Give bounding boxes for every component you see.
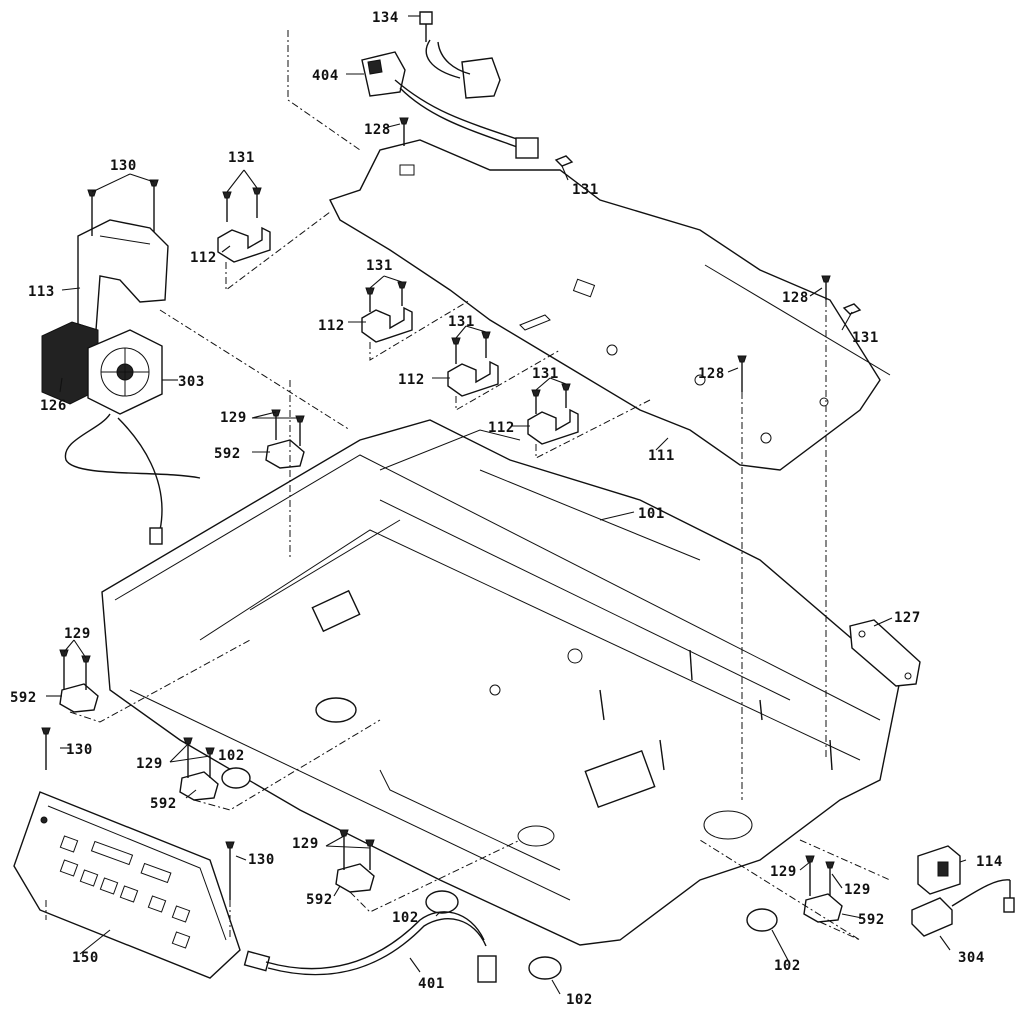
callout-592: 592	[10, 690, 37, 706]
callout-102: 102	[566, 992, 593, 1008]
screws-130	[41, 727, 235, 900]
callout-127: 127	[894, 610, 921, 626]
leader-lines	[46, 15, 967, 995]
callout-102: 102	[774, 958, 801, 974]
callout-130: 130	[66, 742, 93, 758]
callout-113: 113	[28, 284, 55, 300]
callout-134: 134	[372, 10, 399, 26]
callout-112: 112	[488, 420, 515, 436]
callout-129: 129	[220, 410, 247, 426]
callout-131: 131	[852, 330, 879, 346]
callout-592: 592	[306, 892, 333, 908]
bracket-112-c	[447, 360, 499, 397]
lower-case-101	[101, 419, 901, 946]
callout-131: 131	[228, 150, 255, 166]
callout-112: 112	[398, 372, 425, 388]
callout-304: 304	[958, 950, 985, 966]
callout-131: 131	[366, 258, 393, 274]
callout-111: 111	[648, 448, 675, 464]
callout-128: 128	[698, 366, 725, 382]
callout-129: 129	[292, 836, 319, 852]
bracket-112-b	[361, 306, 413, 343]
callout-592: 592	[214, 446, 241, 462]
callout-130: 130	[110, 158, 137, 174]
bracket-112-a	[217, 226, 271, 263]
bracket-112-d	[527, 408, 579, 445]
callout-128: 128	[782, 290, 809, 306]
bracket-592-e	[803, 855, 843, 923]
fan-bracket-113	[77, 179, 169, 331]
connector-harness-404	[361, 11, 539, 159]
callout-126: 126	[40, 398, 67, 414]
callout-labels: 134 404 128 131 130 131 112 113 126 303 …	[10, 10, 1003, 1008]
callout-592: 592	[858, 912, 885, 928]
callout-401: 401	[418, 976, 445, 992]
callout-101: 101	[638, 506, 665, 522]
fan-303	[87, 329, 163, 415]
bracket-127	[849, 619, 921, 687]
bracket-592-c	[179, 737, 219, 801]
callout-130: 130	[248, 852, 275, 868]
callout-102: 102	[392, 910, 419, 926]
callout-131: 131	[448, 314, 475, 330]
callout-128: 128	[364, 122, 391, 138]
bracket-592-a	[265, 409, 305, 469]
callout-102: 102	[218, 748, 245, 764]
assembly-lines	[45, 30, 891, 941]
callout-129: 129	[844, 882, 871, 898]
callout-150: 150	[72, 950, 99, 966]
callout-129: 129	[64, 626, 91, 642]
feet-102	[221, 767, 778, 980]
callout-112: 112	[190, 250, 217, 266]
callout-404: 404	[312, 68, 339, 84]
callout-112: 112	[318, 318, 345, 334]
callout-129: 129	[770, 864, 797, 880]
callout-129: 129	[136, 756, 163, 772]
bracket-592-d	[335, 829, 375, 893]
callout-303: 303	[178, 374, 205, 390]
callout-592: 592	[150, 796, 177, 812]
control-panel-150	[13, 791, 241, 979]
fan-cable	[64, 413, 201, 545]
connector-114	[917, 845, 961, 895]
bracket-592-b	[59, 649, 99, 713]
callout-114: 114	[976, 854, 1003, 870]
callout-131: 131	[532, 366, 559, 382]
screws-131	[222, 117, 862, 414]
callout-131: 131	[572, 182, 599, 198]
cable-401	[243, 911, 497, 983]
connector-304	[911, 879, 1015, 937]
